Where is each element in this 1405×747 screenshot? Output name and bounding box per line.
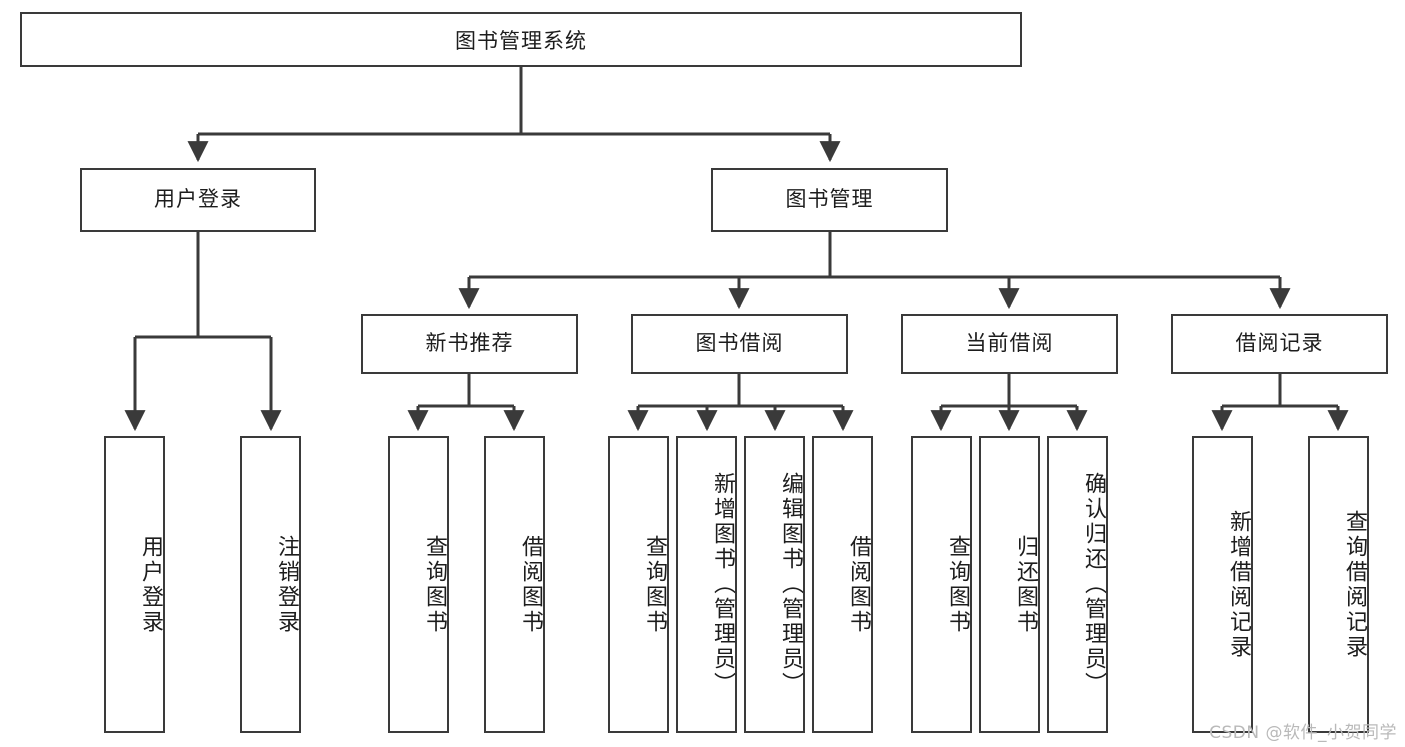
leaf-confirm-return-admin[interactable]: 确认归还（管理员） xyxy=(1047,436,1108,733)
leaf-user-logout[interactable]: 注销登录 xyxy=(240,436,301,733)
node-current-borrow[interactable]: 当前借阅 xyxy=(901,314,1118,374)
node-new-book-recommend[interactable]: 新书推荐 xyxy=(361,314,578,374)
node-user-login[interactable]: 用户登录 xyxy=(80,168,316,232)
leaf-user-login[interactable]: 用户登录 xyxy=(104,436,165,733)
leaf-query-borrow-record[interactable]: 查询借阅记录 xyxy=(1308,436,1369,733)
watermark-credit: CSDN @软件_小贺同学 xyxy=(1209,723,1397,743)
leaf-query-book-current[interactable]: 查询图书 xyxy=(911,436,972,733)
node-borrow-record[interactable]: 借阅记录 xyxy=(1171,314,1388,374)
leaf-edit-book-admin[interactable]: 编辑图书（管理员） xyxy=(744,436,805,733)
node-book-management[interactable]: 图书管理 xyxy=(711,168,948,232)
leaf-borrow-book-borrow[interactable]: 借阅图书 xyxy=(812,436,873,733)
leaf-add-borrow-record[interactable]: 新增借阅记录 xyxy=(1192,436,1253,733)
node-root-system[interactable]: 图书管理系统 xyxy=(20,12,1022,67)
leaf-borrow-book-recommend[interactable]: 借阅图书 xyxy=(484,436,545,733)
leaf-query-book-borrow[interactable]: 查询图书 xyxy=(608,436,669,733)
leaf-query-book-recommend[interactable]: 查询图书 xyxy=(388,436,449,733)
leaf-add-book-admin[interactable]: 新增图书（管理员） xyxy=(676,436,737,733)
node-book-borrow[interactable]: 图书借阅 xyxy=(631,314,848,374)
leaf-return-book[interactable]: 归还图书 xyxy=(979,436,1040,733)
